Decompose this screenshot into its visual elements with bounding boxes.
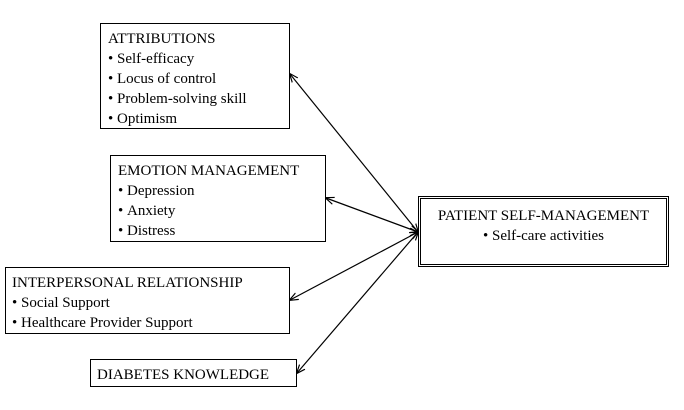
emotion-management-title: EMOTION MANAGEMENT — [118, 163, 300, 179]
emotion-management-item: Anxiety — [118, 201, 325, 221]
arrow-interpersonal-relationship — [290, 232, 418, 300]
patient-self-management-title: PATIENT SELF-MANAGEMENT — [437, 208, 650, 224]
emotion-management-item: Distress — [118, 221, 325, 241]
attributions-item: Problem-solving skill — [108, 89, 289, 109]
attributions-item: Optimism — [108, 109, 289, 129]
attributions-box: ATTRIBUTIONS Self-efficacy Locus of cont… — [100, 23, 290, 129]
interpersonal-relationship-list: Social Support Healthcare Provider Suppo… — [12, 293, 289, 333]
patient-self-management-list: Self-care activities — [421, 226, 666, 246]
interpersonal-relationship-box: INTERPERSONAL RELATIONSHIP Social Suppor… — [5, 267, 290, 334]
diabetes-knowledge-title: DIABETES KNOWLEDGE — [97, 367, 270, 383]
emotion-management-box: EMOTION MANAGEMENT Depression Anxiety Di… — [110, 155, 326, 242]
interpersonal-relationship-item: Social Support — [12, 293, 289, 313]
patient-self-management-item: Self-care activities — [421, 226, 666, 246]
attributions-item: Locus of control — [108, 69, 289, 89]
attributions-title: ATTRIBUTIONS — [108, 31, 216, 47]
emotion-management-item: Depression — [118, 181, 325, 201]
emotion-management-list: Depression Anxiety Distress — [118, 181, 325, 241]
interpersonal-relationship-title: INTERPERSONAL RELATIONSHIP — [12, 275, 243, 291]
arrow-emotion-management — [326, 198, 418, 232]
attributions-list: Self-efficacy Locus of control Problem-s… — [108, 49, 289, 129]
interpersonal-relationship-item: Healthcare Provider Support — [12, 313, 289, 333]
arrow-diabetes-knowledge — [297, 232, 418, 373]
patient-self-management-box: PATIENT SELF-MANAGEMENT Self-care activi… — [418, 196, 669, 267]
attributions-item: Self-efficacy — [108, 49, 289, 69]
diabetes-knowledge-box: DIABETES KNOWLEDGE — [90, 359, 297, 387]
